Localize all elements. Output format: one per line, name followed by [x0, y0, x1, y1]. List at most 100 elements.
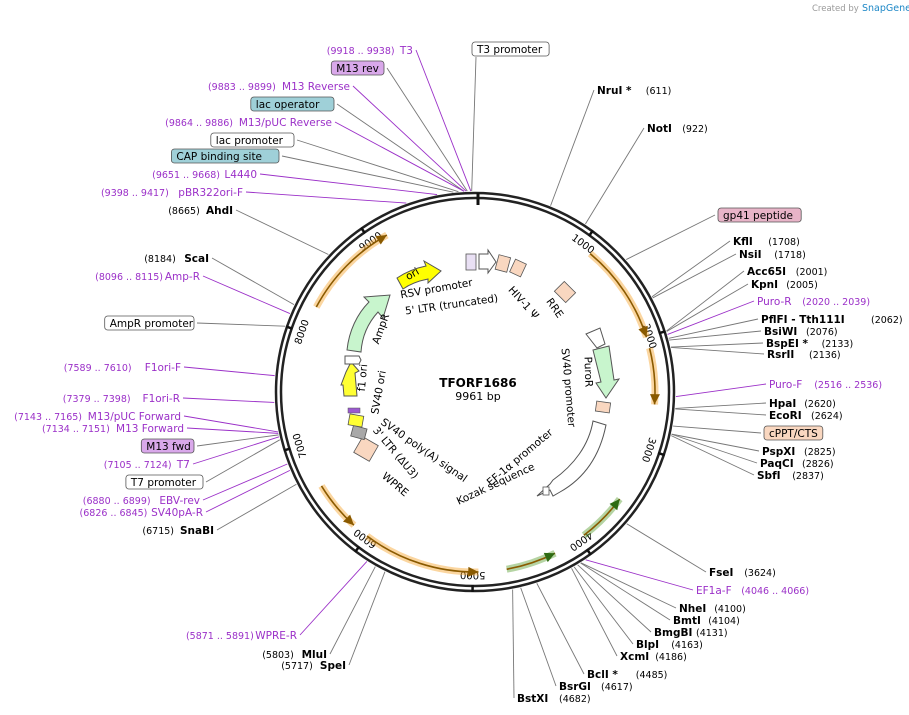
rre-block — [553, 280, 577, 304]
feature-arrowhead — [468, 566, 479, 577]
sv40pa-r-label: SV40pA-R(6826 .. 6845) — [80, 507, 203, 519]
label-position: (4104) — [708, 616, 740, 627]
m13-puc-forward-label: M13/pUC Forward(7143 .. 7165) — [14, 411, 181, 423]
label-position: (4682) — [559, 694, 591, 705]
feature-box — [104, 315, 195, 331]
label-name: SpeI — [320, 660, 346, 672]
feature-box — [210, 132, 295, 148]
ahdi-label: AhdI(8665) — [168, 205, 233, 217]
bmgbi-label: BmgBI(4131) — [654, 627, 728, 639]
tick-mark — [657, 451, 666, 457]
label-name: KflI — [733, 236, 753, 248]
label-name: RsrII — [767, 349, 794, 361]
label-position: (4485) — [636, 670, 668, 681]
label-name: ScaI — [184, 253, 209, 265]
leader-line — [536, 583, 585, 675]
label-name: Acc65I — [747, 266, 786, 278]
label-position: (8665) — [168, 206, 200, 217]
nsii-label: NsiI(1718) — [739, 249, 806, 261]
leader-line — [348, 571, 386, 666]
pspxi-label: PspXI(2825) — [762, 446, 836, 458]
leader-line — [571, 568, 618, 657]
tick-label: 3000 — [639, 436, 657, 464]
label-position: (1718) — [774, 250, 806, 261]
label-name: WPRE-R — [255, 630, 297, 642]
kozak-block — [542, 486, 550, 496]
mlui-label: MluI(5803) — [262, 649, 327, 661]
label-name: M13 Reverse — [282, 81, 350, 93]
label-name: BsrGI — [559, 681, 591, 693]
sv40-small-block — [594, 400, 612, 414]
label-position: (7589 .. 7610) — [64, 363, 132, 374]
leader-line — [675, 402, 767, 409]
label-name: NruI * — [597, 85, 632, 97]
feature-arrowhead — [543, 552, 556, 563]
label-name: KpnI — [751, 279, 778, 291]
label-position: (9398 .. 9417) — [101, 188, 169, 199]
leader-line — [651, 240, 731, 298]
ecori-label: EcoRI(2624) — [769, 410, 843, 422]
label-position: (9883 .. 9899) — [208, 82, 276, 93]
leader-line — [415, 49, 472, 192]
ebv-rev-label: EBV-rev(6880 .. 6899) — [83, 495, 200, 507]
label-name: Puro-R — [757, 296, 792, 308]
label-name: SbfI — [757, 470, 781, 482]
label-position: (8096 .. 8115) — [95, 272, 163, 283]
wpre-r-label: WPRE-R(5871 .. 5891) — [186, 630, 297, 642]
m13-reverse-label: M13 Reverse (9883 .. 9899) — [208, 81, 350, 93]
feature-arc-halo — [587, 250, 650, 339]
leader-line — [281, 155, 454, 193]
leader-line — [183, 415, 279, 433]
acc65i-label: Acc65I (2001) — [747, 266, 827, 278]
leader-line — [386, 67, 468, 192]
leader-line — [205, 469, 291, 513]
rsrii-label: RsrII(2136) — [767, 349, 841, 361]
puror-arrow — [592, 345, 621, 399]
leader-line — [667, 300, 755, 335]
puro-f-label: Puro-F(2516 .. 2536) — [769, 379, 882, 391]
leader-line — [670, 347, 765, 355]
leader-line — [512, 589, 515, 699]
ori-arrow — [396, 259, 442, 290]
label-position: (7143 .. 7165) — [14, 412, 82, 423]
label-position: (2133) — [822, 339, 854, 350]
leader-line — [245, 191, 407, 204]
label-position: (2001) — [796, 267, 828, 278]
f1ori-f-label: F1ori-F (7589 .. 7610) — [64, 362, 181, 374]
leader-lines — [182, 49, 767, 699]
feature-box — [250, 96, 335, 112]
bcli--label: BclI *(4485) — [587, 669, 667, 681]
feature-box — [125, 474, 204, 490]
ef1a-f-label: EF1a-F(4046 .. 4066) — [696, 585, 809, 597]
tick-mark — [285, 325, 294, 330]
leader-line — [205, 439, 280, 483]
leader-line — [671, 435, 755, 476]
inner-feature-label: ori — [404, 266, 422, 283]
leader-line — [668, 318, 759, 339]
leader-line — [336, 103, 465, 192]
lac-promoter-label: lac promoter — [210, 132, 295, 148]
label-position: (2837) — [792, 471, 824, 482]
label-name: HpaI — [769, 398, 796, 410]
feature-arc-halo — [364, 533, 479, 576]
label-position: (9864 .. 9886) — [165, 118, 233, 129]
leader-line — [296, 139, 459, 193]
leader-line — [666, 270, 745, 332]
nhei-label: NheI(4100) — [679, 603, 746, 615]
leader-line — [183, 366, 275, 377]
label-position: (4186) — [655, 652, 687, 663]
label-position: (4163) — [671, 640, 703, 651]
bspei--label: BspEI *(2133) — [766, 338, 853, 350]
label-position: (7105 .. 7124) — [104, 460, 172, 471]
inner-feature-label: Kozak sequence — [455, 461, 537, 508]
feature-box-text: lac operator — [256, 99, 320, 111]
label-position: (2076) — [806, 327, 838, 338]
label-position: (2825) — [804, 447, 836, 458]
label-name: EcoRI — [769, 410, 802, 422]
label-name: BstXI — [517, 693, 548, 705]
feature-box-text: CAP binding site — [176, 151, 262, 163]
label-name: FseI — [709, 567, 733, 579]
leader-line — [580, 562, 677, 609]
label-name: F1ori-F — [145, 362, 181, 374]
